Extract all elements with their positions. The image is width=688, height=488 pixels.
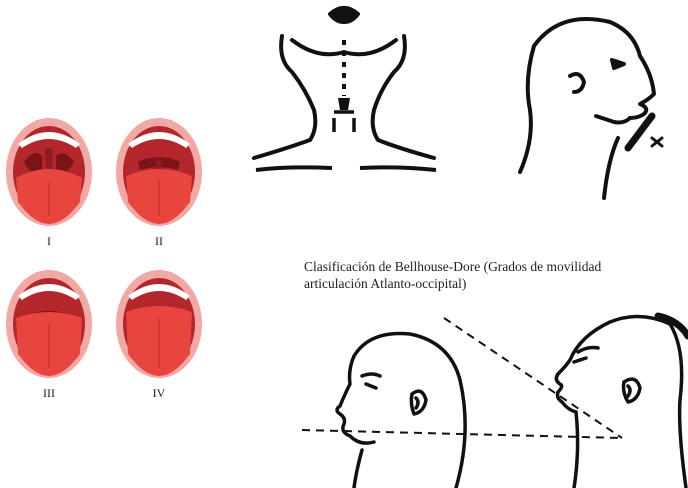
mallampati-grade-1-illustration: [4, 116, 94, 228]
caption-line-1: Clasificación de Bellhouse-Dore (Grados …: [304, 258, 674, 275]
neck-front-view-drawing: [248, 0, 448, 180]
grade-label-4: IV: [139, 386, 179, 401]
mallampati-grade-4-illustration: [114, 268, 204, 380]
bellhouse-dore-angle-lines: [300, 316, 640, 446]
bellhouse-dore-caption: Clasificación de Bellhouse-Dore (Grados …: [304, 258, 674, 292]
head-profile-thyromental-drawing: [500, 0, 680, 200]
grade-label-1: I: [29, 234, 69, 249]
grade-label-3: III: [29, 386, 69, 401]
grade-label-2: II: [139, 234, 179, 249]
caption-line-2: articulación Atlanto-occipital): [304, 275, 674, 292]
mallampati-grade-3-illustration: [4, 268, 94, 380]
mallampati-grade-2-illustration: [114, 116, 204, 228]
